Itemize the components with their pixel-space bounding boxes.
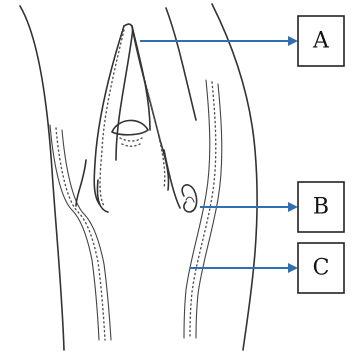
- label-b: B: [298, 182, 344, 232]
- label-c: C: [298, 243, 344, 293]
- arrow-c: [190, 263, 298, 273]
- shoot-apex: [94, 24, 168, 206]
- label-a-text: A: [312, 29, 330, 54]
- label-a: A: [298, 16, 344, 66]
- label-b-text: B: [313, 195, 329, 220]
- right-vascular-strand: [184, 80, 222, 338]
- label-c-text: C: [313, 256, 330, 281]
- arrow-a: [140, 36, 298, 46]
- arrow-b: [200, 202, 298, 212]
